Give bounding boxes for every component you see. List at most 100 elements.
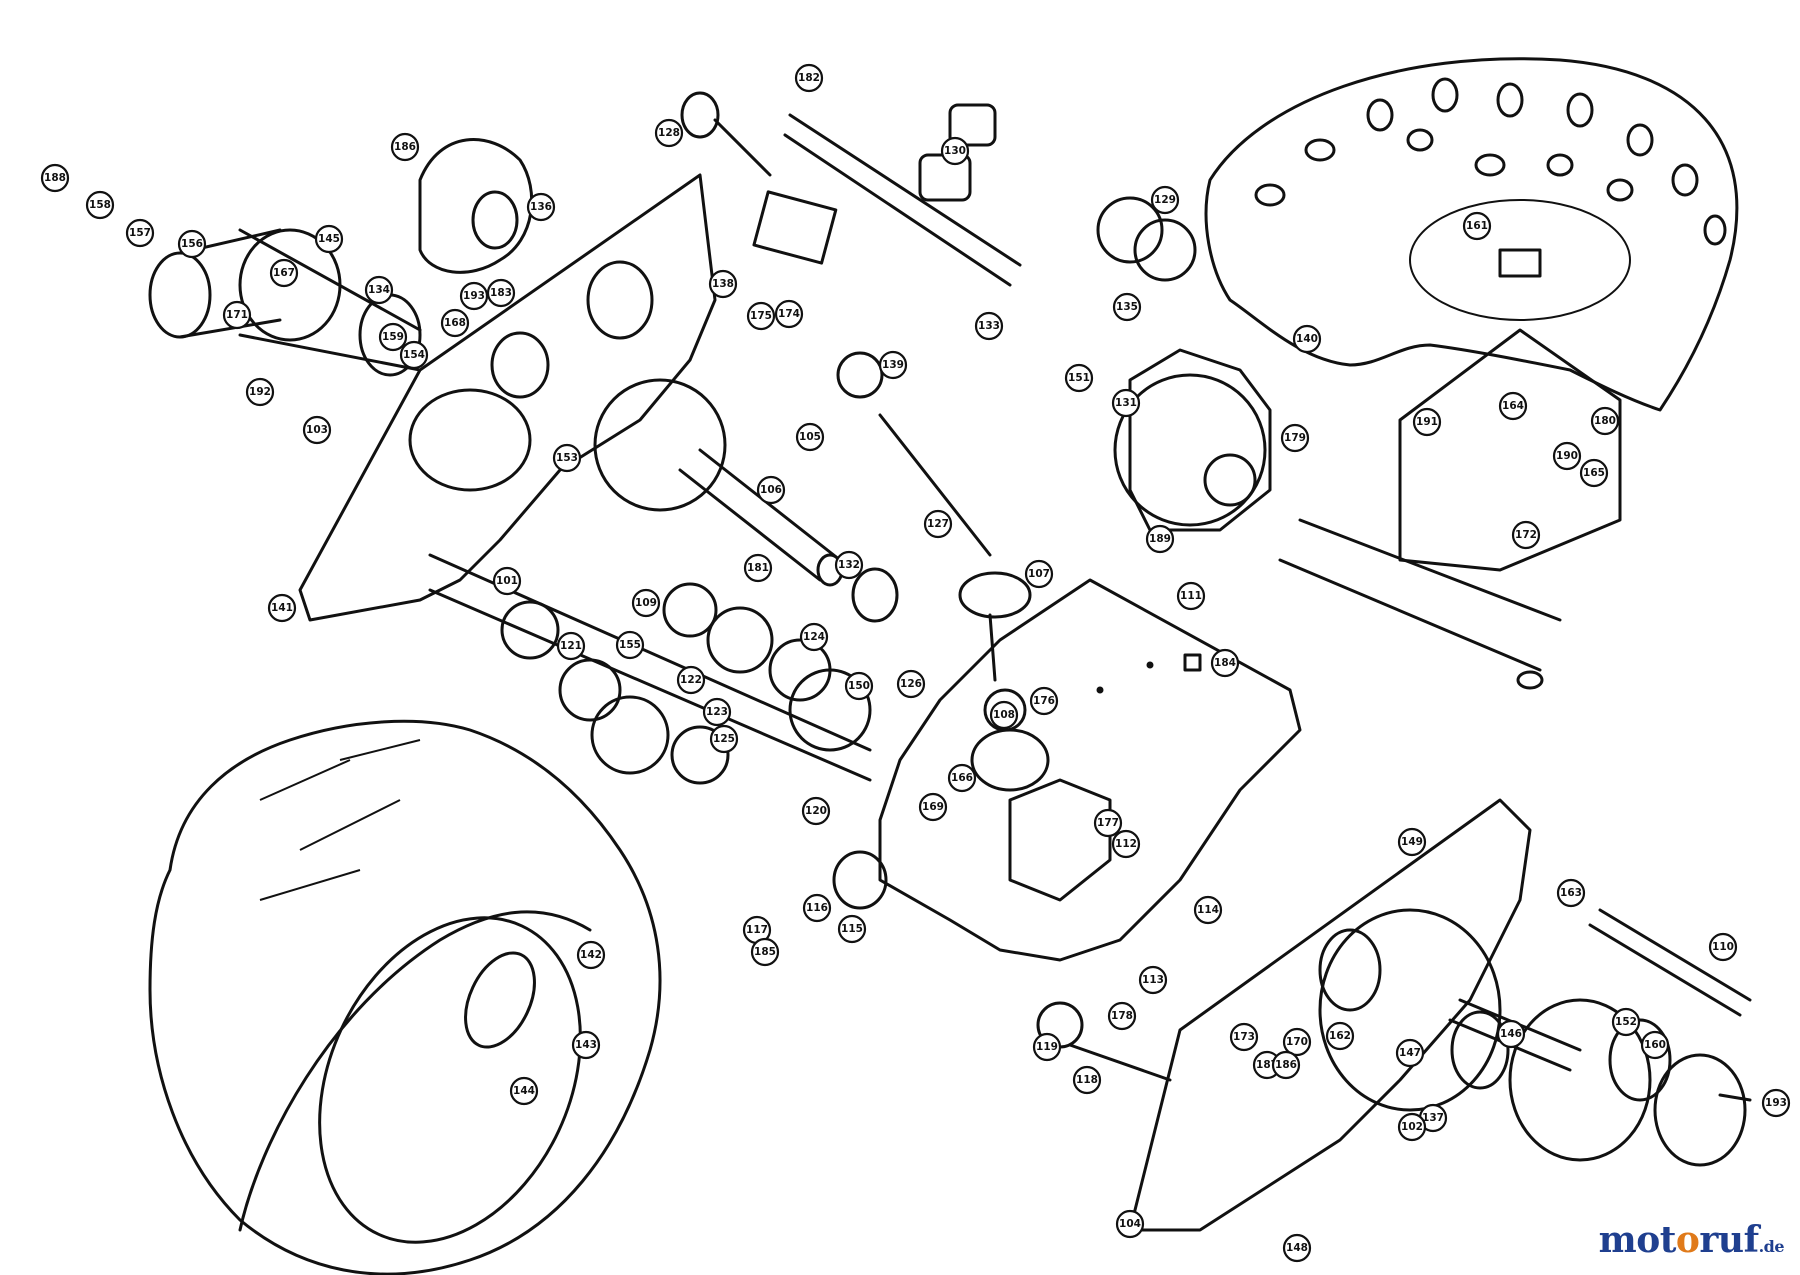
callout-174: 174 bbox=[774, 299, 804, 329]
callout-186: 186 bbox=[390, 132, 420, 162]
callout-label: 138 bbox=[712, 278, 734, 290]
callout-label: 155 bbox=[619, 639, 641, 651]
callout-158: 158 bbox=[85, 190, 115, 220]
callout-label: 114 bbox=[1197, 904, 1219, 916]
callout-102: 102 bbox=[1397, 1112, 1427, 1142]
callout-193: 193 bbox=[459, 281, 489, 311]
callout-label: 190 bbox=[1556, 450, 1578, 462]
callout-143: 143 bbox=[571, 1030, 601, 1060]
callout-122: 122 bbox=[676, 665, 706, 695]
callout-label: 122 bbox=[680, 674, 702, 686]
callout-label: 117 bbox=[746, 924, 768, 936]
callout-label: 144 bbox=[513, 1085, 535, 1097]
callout-115: 115 bbox=[837, 914, 867, 944]
callout-116: 116 bbox=[802, 893, 832, 923]
callout-label: 104 bbox=[1119, 1218, 1141, 1230]
callout-label: 106 bbox=[760, 484, 782, 496]
callout-label: 178 bbox=[1111, 1010, 1133, 1022]
main-gear-shaft bbox=[593, 378, 844, 587]
callout-label: 112 bbox=[1115, 838, 1137, 850]
callout-156: 156 bbox=[177, 229, 207, 259]
callout-label: 118 bbox=[1076, 1074, 1098, 1086]
callout-170: 170 bbox=[1282, 1027, 1312, 1057]
callout-label: 143 bbox=[575, 1039, 597, 1051]
callout-159: 159 bbox=[378, 322, 408, 352]
callout-label: 168 bbox=[444, 317, 466, 329]
callout-167: 167 bbox=[269, 258, 299, 288]
callout-118: 118 bbox=[1072, 1065, 1102, 1095]
callout-123: 123 bbox=[702, 697, 732, 727]
callout-103: 103 bbox=[302, 415, 332, 445]
callout-189: 189 bbox=[1145, 524, 1175, 554]
callout-label: 139 bbox=[882, 359, 904, 371]
callout-149: 149 bbox=[1397, 827, 1427, 857]
callout-191: 191 bbox=[1412, 407, 1442, 437]
callout-label: 180 bbox=[1594, 415, 1616, 427]
callout-171: 171 bbox=[222, 300, 252, 330]
callout-layer: 1881581571561671451711341591541921031861… bbox=[40, 63, 1791, 1263]
callout-133: 133 bbox=[974, 311, 1004, 341]
callout-138: 138 bbox=[708, 269, 738, 299]
callout-152: 152 bbox=[1611, 1007, 1641, 1037]
callout-172: 172 bbox=[1511, 520, 1541, 550]
callout-107: 107 bbox=[1024, 559, 1054, 589]
callout-label: 193 bbox=[463, 290, 485, 302]
callout-label: 141 bbox=[271, 602, 293, 614]
callout-175: 175 bbox=[746, 301, 776, 331]
callout-label: 148 bbox=[1286, 1242, 1308, 1254]
callout-155: 155 bbox=[615, 630, 645, 660]
callout-label: 102 bbox=[1401, 1121, 1423, 1133]
callout-label: 123 bbox=[706, 706, 728, 718]
double-gear bbox=[1096, 196, 1197, 282]
callout-label: 189 bbox=[1149, 533, 1171, 545]
callout-113: 113 bbox=[1138, 965, 1168, 995]
callout-label: 182 bbox=[798, 72, 820, 84]
callout-label: 166 bbox=[951, 772, 973, 784]
left-hub-assembly bbox=[148, 228, 422, 377]
callout-label: 150 bbox=[848, 680, 870, 692]
callout-176: 176 bbox=[1029, 686, 1059, 716]
callout-141: 141 bbox=[267, 593, 297, 623]
callout-130: 130 bbox=[940, 136, 970, 166]
callout-157: 157 bbox=[125, 218, 155, 248]
callout-181: 181 bbox=[743, 553, 773, 583]
callout-label: 156 bbox=[181, 238, 203, 250]
callout-label: 171 bbox=[226, 309, 248, 321]
callout-label: 110 bbox=[1712, 941, 1734, 953]
callout-label: 193 bbox=[1765, 1097, 1787, 1109]
callout-165: 165 bbox=[1579, 458, 1609, 488]
callout-186: 186 bbox=[1271, 1050, 1301, 1080]
callout-154: 154 bbox=[399, 340, 429, 370]
callout-104: 104 bbox=[1115, 1209, 1145, 1239]
callout-label: 103 bbox=[306, 424, 328, 436]
top-cap bbox=[418, 138, 534, 274]
callout-112: 112 bbox=[1111, 829, 1141, 859]
callout-193: 193 bbox=[1761, 1088, 1791, 1118]
callout-label: 172 bbox=[1515, 529, 1537, 541]
callout-label: 140 bbox=[1296, 333, 1318, 345]
callout-101: 101 bbox=[492, 566, 522, 596]
bracket-141 bbox=[1278, 328, 1622, 690]
right-housing-plate bbox=[1128, 798, 1532, 1232]
callout-label: 185 bbox=[754, 946, 776, 958]
callout-182: 182 bbox=[794, 63, 824, 93]
callout-label: 161 bbox=[1466, 220, 1488, 232]
callout-132: 132 bbox=[834, 550, 864, 580]
callout-label: 175 bbox=[750, 310, 772, 322]
callout-162: 162 bbox=[1325, 1021, 1355, 1051]
callout-127: 127 bbox=[923, 509, 953, 539]
callout-128: 128 bbox=[654, 118, 684, 148]
callout-label: 154 bbox=[403, 349, 425, 361]
callout-180: 180 bbox=[1590, 406, 1620, 436]
perforated-disc bbox=[1204, 57, 1739, 412]
callout-114: 114 bbox=[1193, 895, 1223, 925]
callout-label: 162 bbox=[1329, 1030, 1351, 1042]
callout-185: 185 bbox=[750, 937, 780, 967]
callout-144: 144 bbox=[509, 1076, 539, 1106]
callout-label: 192 bbox=[249, 386, 271, 398]
callout-label: 137 bbox=[1422, 1112, 1444, 1124]
callout-label: 133 bbox=[978, 320, 1000, 332]
callout-179: 179 bbox=[1280, 423, 1310, 453]
callout-label: 151 bbox=[1068, 372, 1090, 384]
